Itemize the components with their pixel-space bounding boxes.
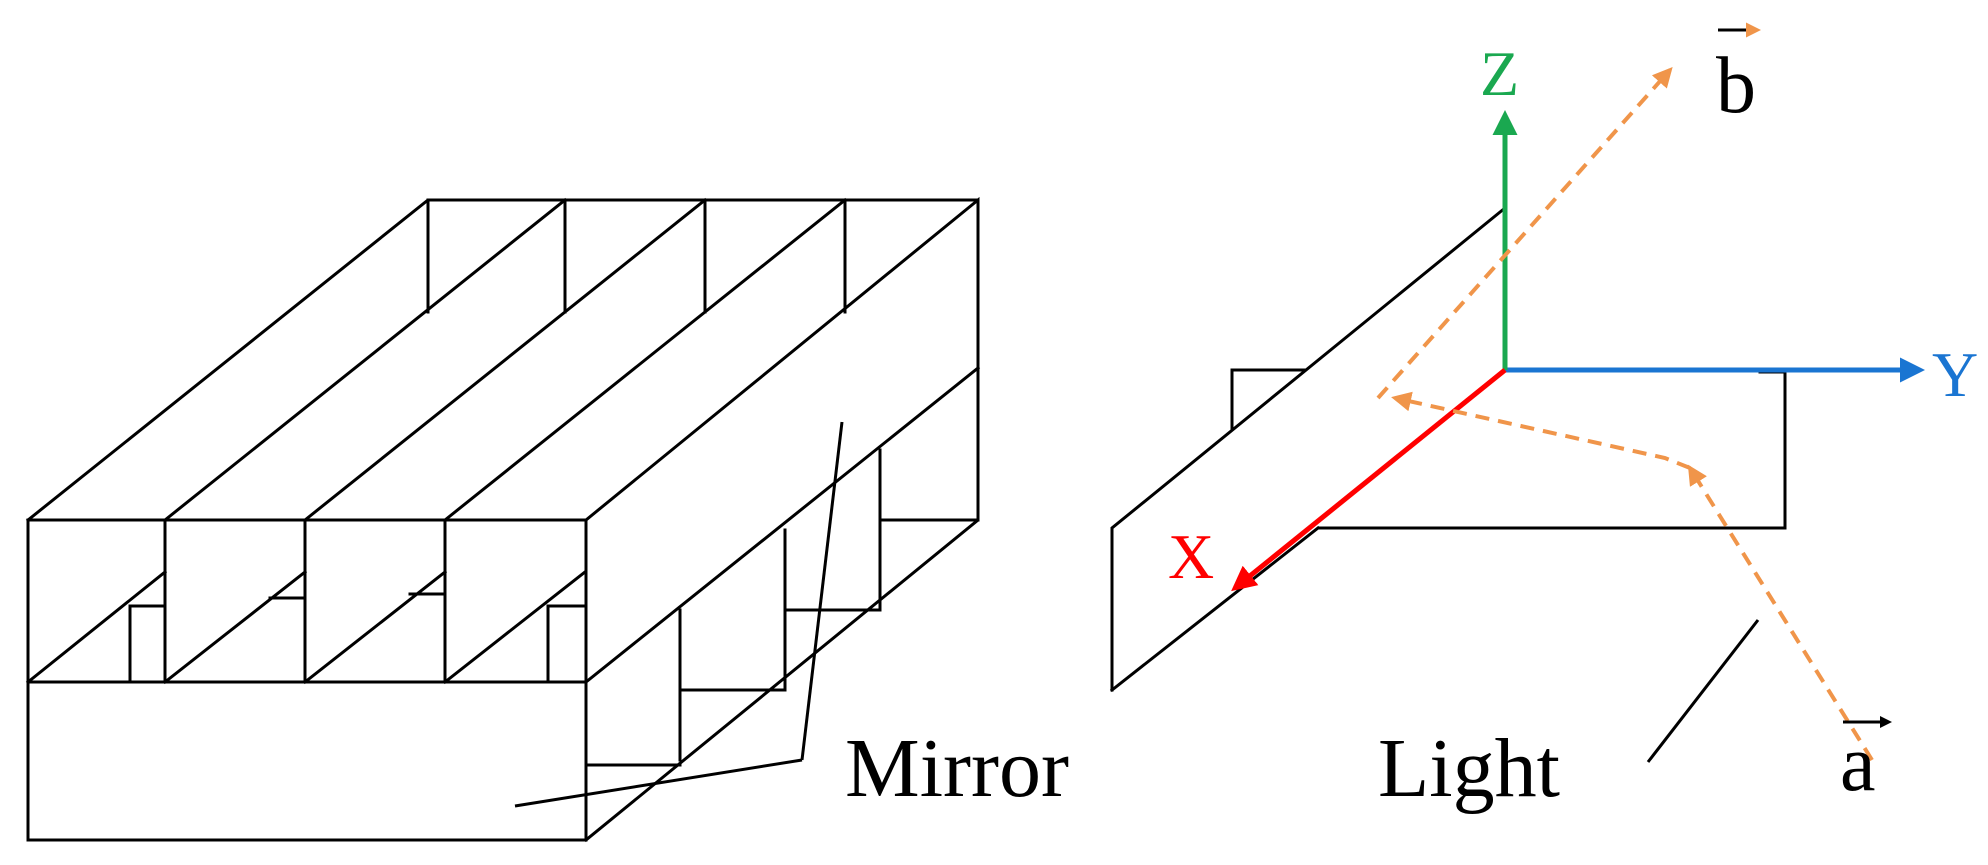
mirror-label: Mirror — [845, 722, 1069, 815]
mirror-slab-edge — [442, 197, 848, 523]
vector-b-label: b — [1716, 42, 1756, 130]
reflected-light-path-1 — [1391, 391, 1691, 470]
mirror-slab-bottom — [162, 569, 308, 685]
coordinate-axes — [1231, 110, 1925, 592]
box-right-middle-line — [583, 365, 981, 685]
axis-z-label: Z — [1480, 38, 1519, 109]
floor-mirror — [1230, 368, 1787, 530]
light-paths — [1376, 67, 1874, 762]
vector-a-label-group: a — [1840, 716, 1892, 808]
mirror-slab-bottom — [442, 569, 588, 685]
mirror-leader — [514, 421, 844, 808]
incident-light-path — [1687, 464, 1874, 762]
light-leader-line — [1646, 619, 1760, 763]
mirror-slab-bottom — [25, 569, 168, 685]
mirror-plate-diagram — [1109, 204, 1787, 693]
axis-x-label: X — [1168, 521, 1214, 592]
mirror-array-box — [25, 196, 981, 843]
vector-a-arrow-head — [1880, 716, 1892, 728]
vertical-mirror-plate — [1110, 204, 1507, 692]
axis-x-arrow — [1231, 368, 1507, 592]
light-label: Light — [1378, 722, 1560, 815]
axis-y-label: Y — [1932, 339, 1978, 410]
mirror-leader-line — [800, 421, 844, 761]
mirror-leader-line — [514, 758, 803, 808]
box-right-face — [583, 196, 980, 843]
mirror-slab-edge — [302, 197, 708, 523]
vector-a-label: a — [1840, 720, 1876, 808]
mirror-slab-bottom — [302, 569, 448, 685]
vector-b-label-group: b — [1716, 22, 1761, 130]
mirror-slab-edge — [162, 197, 568, 523]
reflected-light-path-2 — [1376, 67, 1673, 400]
vertical-mirror-plate-bottom — [1109, 525, 1321, 693]
